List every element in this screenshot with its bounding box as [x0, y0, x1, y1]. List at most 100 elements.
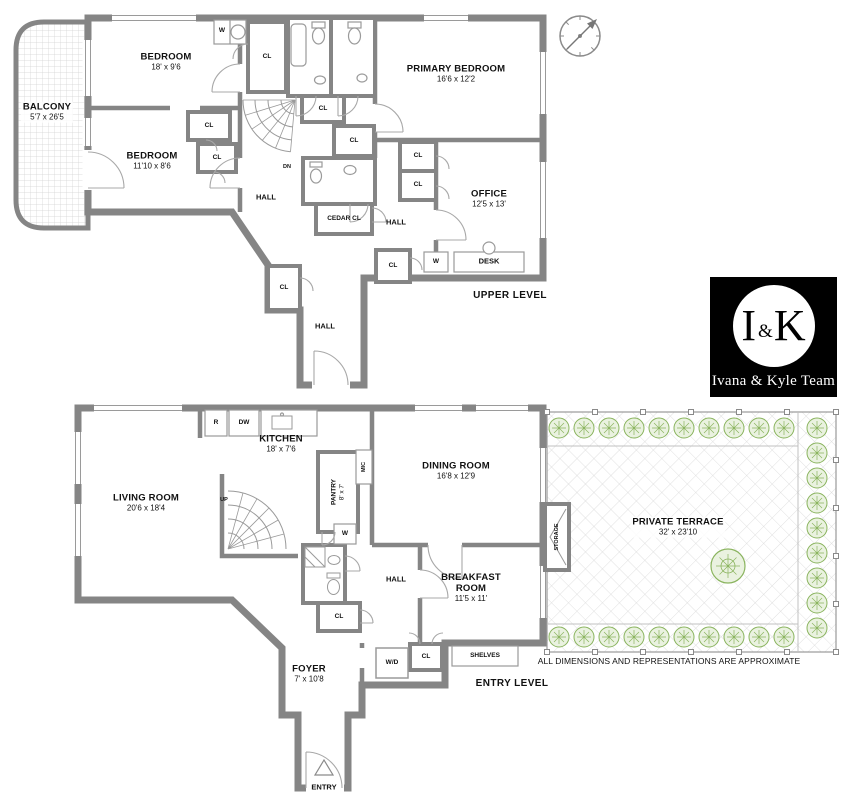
- room-label-pantry: PANTRY 8' x 7': [330, 479, 345, 505]
- stairs-up-label: UP: [220, 496, 228, 503]
- sink-icon: [327, 555, 341, 565]
- room-name-text: LIVING ROOM: [112, 492, 180, 504]
- storage-door-icon: [549, 508, 567, 566]
- logo-ampersand: &: [758, 320, 773, 342]
- hall-label: HALL: [386, 574, 406, 584]
- room-name-text: PRIMARY BEDROOM: [406, 63, 506, 75]
- logo-initial-left: I: [741, 301, 757, 350]
- plant-icon: [573, 626, 595, 648]
- dishwasher-label: DW: [238, 419, 250, 427]
- shelves-box: [451, 645, 519, 667]
- entry-bath-fixtures: [304, 546, 341, 595]
- kitchen-sink-icon: [271, 415, 293, 430]
- railing-posts: [544, 409, 839, 655]
- plant-icon: [598, 417, 620, 439]
- room-name-text: OFFICE: [470, 188, 508, 200]
- balcony-area: [13, 19, 91, 231]
- stairs-down-icon: [242, 99, 296, 153]
- upper-closets: [186, 16, 438, 312]
- room-label-living-room: LIVING ROOM 20'6 x 18'4: [113, 493, 179, 514]
- plant-icon: [698, 626, 720, 648]
- entry-label: ENTRY: [311, 782, 337, 792]
- washer-label: W: [341, 530, 349, 538]
- washer-box: [333, 523, 357, 545]
- room-dims-text: 20'6 x 18'4: [126, 503, 166, 513]
- plant-icon: [548, 626, 570, 648]
- closet-label: CL: [212, 154, 222, 162]
- plant-icon: [548, 417, 570, 439]
- shelves-label: SHELVES: [470, 652, 500, 660]
- room-dims-text: 18' x 9'6: [151, 62, 181, 72]
- closet-label: CL: [318, 105, 328, 113]
- stairs-down-label: DN: [283, 163, 291, 170]
- upper-level-caption: UPPER LEVEL: [473, 290, 547, 302]
- room-name-text: BALCONY: [22, 101, 72, 113]
- room-label-kitchen: KITCHEN 18' x 7'6: [259, 434, 303, 455]
- closet-box: [374, 248, 412, 284]
- pantry-box: [316, 450, 360, 534]
- closet-label: CL: [421, 653, 431, 661]
- closet-label: CL: [334, 613, 344, 621]
- plant-icon: [748, 626, 770, 648]
- refrigerator-label: R: [213, 419, 219, 427]
- plant-icon: [648, 626, 670, 648]
- hall-label: HALL: [256, 192, 276, 202]
- closet-box: [266, 264, 302, 312]
- toilet-icon: [311, 27, 326, 45]
- desk-chair-icon: [482, 241, 496, 255]
- toilet-icon: [311, 21, 326, 29]
- plant-icon: [773, 417, 795, 439]
- desk-label: DESK: [478, 256, 500, 266]
- storage-box: [543, 502, 571, 572]
- disclaimer-text: ALL DIMENSIONS AND REPRESENTATIONS ARE A…: [537, 655, 801, 666]
- room-dims-text: 16'8 x 12'9: [436, 471, 476, 481]
- room-label-balcony: BALCONY 5'7 x 26'5: [20, 101, 74, 123]
- room-label-bedroom-2: BEDROOM 11'10 x 8'6: [126, 151, 177, 172]
- room-label-primary-bedroom: PRIMARY BEDROOM 16'6 x 12'2: [407, 64, 506, 85]
- plant-icon: [673, 417, 695, 439]
- entry-level-caption: ENTRY LEVEL: [475, 678, 549, 690]
- toilet-icon: [309, 168, 323, 184]
- storage-label: STORAGE: [553, 523, 560, 551]
- room-dims-text: 8' x 7': [338, 483, 345, 501]
- plant-icon: [723, 626, 745, 648]
- closet-label: CL: [413, 181, 423, 189]
- washer-label: W: [432, 258, 440, 266]
- washer-label: W: [218, 27, 226, 35]
- tree-icon: [710, 548, 746, 584]
- room-label-private-terrace: PRIVATE TERRACE 32' x 23'10: [630, 516, 726, 538]
- plant-icon: [806, 417, 828, 439]
- closet-box: [300, 94, 346, 124]
- plant-icon: [598, 626, 620, 648]
- room-name-text: BEDROOM: [140, 51, 192, 63]
- stairs-up-icon: [227, 490, 287, 550]
- closet-box: [246, 20, 288, 94]
- entry-windows: [72, 402, 549, 618]
- plant-icon: [806, 517, 828, 539]
- plant-icon: [573, 417, 595, 439]
- room-dims-text: 11'10 x 8'6: [133, 161, 171, 171]
- plant-icon: [806, 542, 828, 564]
- sink-icon: [356, 73, 368, 83]
- refrigerator-box: [204, 409, 228, 437]
- toilet-icon: [326, 572, 341, 579]
- upper-windows: [82, 12, 549, 238]
- plant-icon: [648, 417, 670, 439]
- plant-icon: [806, 442, 828, 464]
- room-label-bedroom-1: BEDROOM 18' x 9'6: [140, 52, 191, 73]
- plant-icon: [723, 417, 745, 439]
- closet-label: CL: [413, 152, 423, 160]
- room-name-text: BEDROOM: [126, 150, 178, 162]
- closet-label: CL: [204, 122, 214, 130]
- plant-icon: [806, 567, 828, 589]
- upper-level-plan: [13, 12, 549, 391]
- logo-initial-right: K: [773, 301, 806, 350]
- toilet-icon: [327, 579, 340, 595]
- logo-monogram: I & K: [732, 285, 815, 367]
- room-dims-text: 12'5 x 13': [472, 199, 506, 209]
- compass-icon: [559, 15, 601, 57]
- team-name-text: Ivana & Kyle Team: [711, 373, 836, 389]
- microwave-box: [355, 449, 373, 485]
- plant-icon: [806, 592, 828, 614]
